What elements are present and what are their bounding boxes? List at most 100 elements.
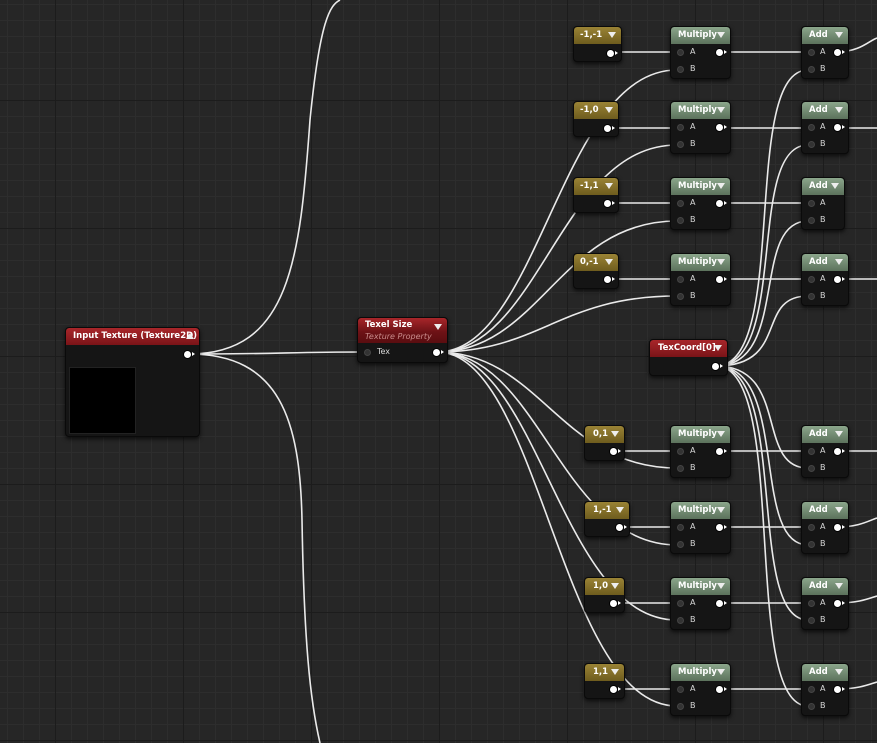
dropdown-arrow-icon[interactable] [605,183,613,189]
constant-output-pin[interactable] [610,686,621,693]
constant-output-pin[interactable] [604,276,615,283]
constant-output-pin[interactable] [610,448,621,455]
input-texture-node[interactable]: Input Texture (Texture2D) [65,327,200,437]
constant-node[interactable]: -1,-1 [573,26,622,62]
input-pin-a[interactable] [677,524,684,531]
multiply-output-pin[interactable] [716,448,727,455]
input-pin-a[interactable] [677,124,684,131]
dropdown-arrow-icon[interactable] [835,32,843,38]
texture-output-pin[interactable] [184,351,195,358]
add-output-pin[interactable] [834,49,845,56]
input-pin-b[interactable] [677,465,684,472]
dropdown-arrow-icon[interactable] [835,107,843,113]
add-node[interactable]: Add A B [801,177,845,230]
add-node[interactable]: Add A B [801,253,849,306]
multiply-node[interactable]: Multiply A B [670,663,731,716]
input-pin-b[interactable] [808,465,815,472]
multiply-output-pin[interactable] [716,200,727,207]
texel-size-node[interactable]: Texel Size Texture Property Tex [357,317,448,363]
add-node[interactable]: Add A B [801,577,849,630]
dropdown-arrow-icon[interactable] [434,324,442,330]
dropdown-arrow-icon[interactable] [717,183,725,189]
multiply-output-pin[interactable] [716,124,727,131]
dropdown-arrow-icon[interactable] [831,183,839,189]
multiply-node[interactable]: Multiply A B [670,101,731,154]
dropdown-arrow-icon[interactable] [835,431,843,437]
multiply-output-pin[interactable] [716,276,727,283]
dropdown-arrow-icon[interactable] [611,431,619,437]
add-output-pin[interactable] [834,448,845,455]
constant-node[interactable]: 0,1 [584,425,625,461]
add-node[interactable]: Add A B [801,663,849,716]
multiply-output-pin[interactable] [716,524,727,531]
input-pin-b[interactable] [808,293,815,300]
input-pin-b[interactable] [677,141,684,148]
input-pin-a[interactable] [808,200,815,207]
input-pin-b[interactable] [677,541,684,548]
constant-node[interactable]: 1,1 [584,663,625,699]
multiply-node[interactable]: Multiply A B [670,425,731,478]
input-pin-b[interactable] [677,293,684,300]
input-pin-a[interactable] [677,686,684,693]
add-output-pin[interactable] [834,686,845,693]
add-output-pin[interactable] [834,524,845,531]
dropdown-arrow-icon[interactable] [616,507,624,513]
constant-output-pin[interactable] [616,524,627,531]
dropdown-arrow-icon[interactable] [835,259,843,265]
dropdown-arrow-icon[interactable] [717,107,725,113]
dropdown-arrow-icon[interactable] [835,507,843,513]
constant-node[interactable]: -1,1 [573,177,619,213]
texcoord-output-pin[interactable] [712,363,723,370]
add-node[interactable]: Add A B [801,501,849,554]
input-pin-a[interactable] [677,600,684,607]
constant-output-pin[interactable] [604,125,615,132]
constant-node[interactable]: 1,0 [584,577,625,613]
dropdown-arrow-icon[interactable] [717,431,725,437]
dropdown-arrow-icon[interactable] [835,669,843,675]
input-pin-b[interactable] [808,617,815,624]
constant-node[interactable]: -1,0 [573,101,619,137]
add-output-pin[interactable] [834,124,845,131]
multiply-node[interactable]: Multiply A B [670,501,731,554]
add-output-pin[interactable] [834,276,845,283]
dropdown-arrow-icon[interactable] [714,345,722,351]
input-pin-b[interactable] [808,703,815,710]
input-pin-a[interactable] [677,448,684,455]
input-pin-a[interactable] [808,524,815,531]
input-pin-b[interactable] [808,141,815,148]
add-node[interactable]: Add A B [801,101,849,154]
dropdown-arrow-icon[interactable] [611,669,619,675]
texcoord-node[interactable]: TexCoord[0] [649,339,728,376]
add-node[interactable]: Add A B [801,425,849,478]
input-pin-b[interactable] [808,217,815,224]
input-pin-b[interactable] [677,66,684,73]
dropdown-arrow-icon[interactable] [717,583,725,589]
input-pin-a[interactable] [808,600,815,607]
input-pin-b[interactable] [677,703,684,710]
constant-output-pin[interactable] [604,200,615,207]
input-pin-b[interactable] [677,617,684,624]
dropdown-arrow-icon[interactable] [608,32,616,38]
constant-node[interactable]: 0,-1 [573,253,619,289]
input-pin-a[interactable] [808,124,815,131]
dropdown-arrow-icon[interactable] [835,583,843,589]
dropdown-arrow-icon[interactable] [717,32,725,38]
texel-size-output-pin[interactable] [433,349,444,356]
tex-input-pin[interactable] [364,349,371,356]
input-pin-a[interactable] [677,200,684,207]
multiply-node[interactable]: Multiply A B [670,26,731,79]
input-pin-a[interactable] [808,49,815,56]
dropdown-arrow-icon[interactable] [611,583,619,589]
dropdown-arrow-icon[interactable] [605,259,613,265]
input-pin-a[interactable] [808,448,815,455]
input-pin-a[interactable] [677,49,684,56]
multiply-output-pin[interactable] [716,686,727,693]
dropdown-arrow-icon[interactable] [717,507,725,513]
dropdown-arrow-icon[interactable] [717,259,725,265]
input-pin-a[interactable] [677,276,684,283]
input-pin-b[interactable] [677,217,684,224]
collapse-arrow-icon[interactable] [186,333,194,339]
dropdown-arrow-icon[interactable] [605,107,613,113]
input-pin-a[interactable] [808,686,815,693]
multiply-node[interactable]: Multiply A B [670,577,731,630]
